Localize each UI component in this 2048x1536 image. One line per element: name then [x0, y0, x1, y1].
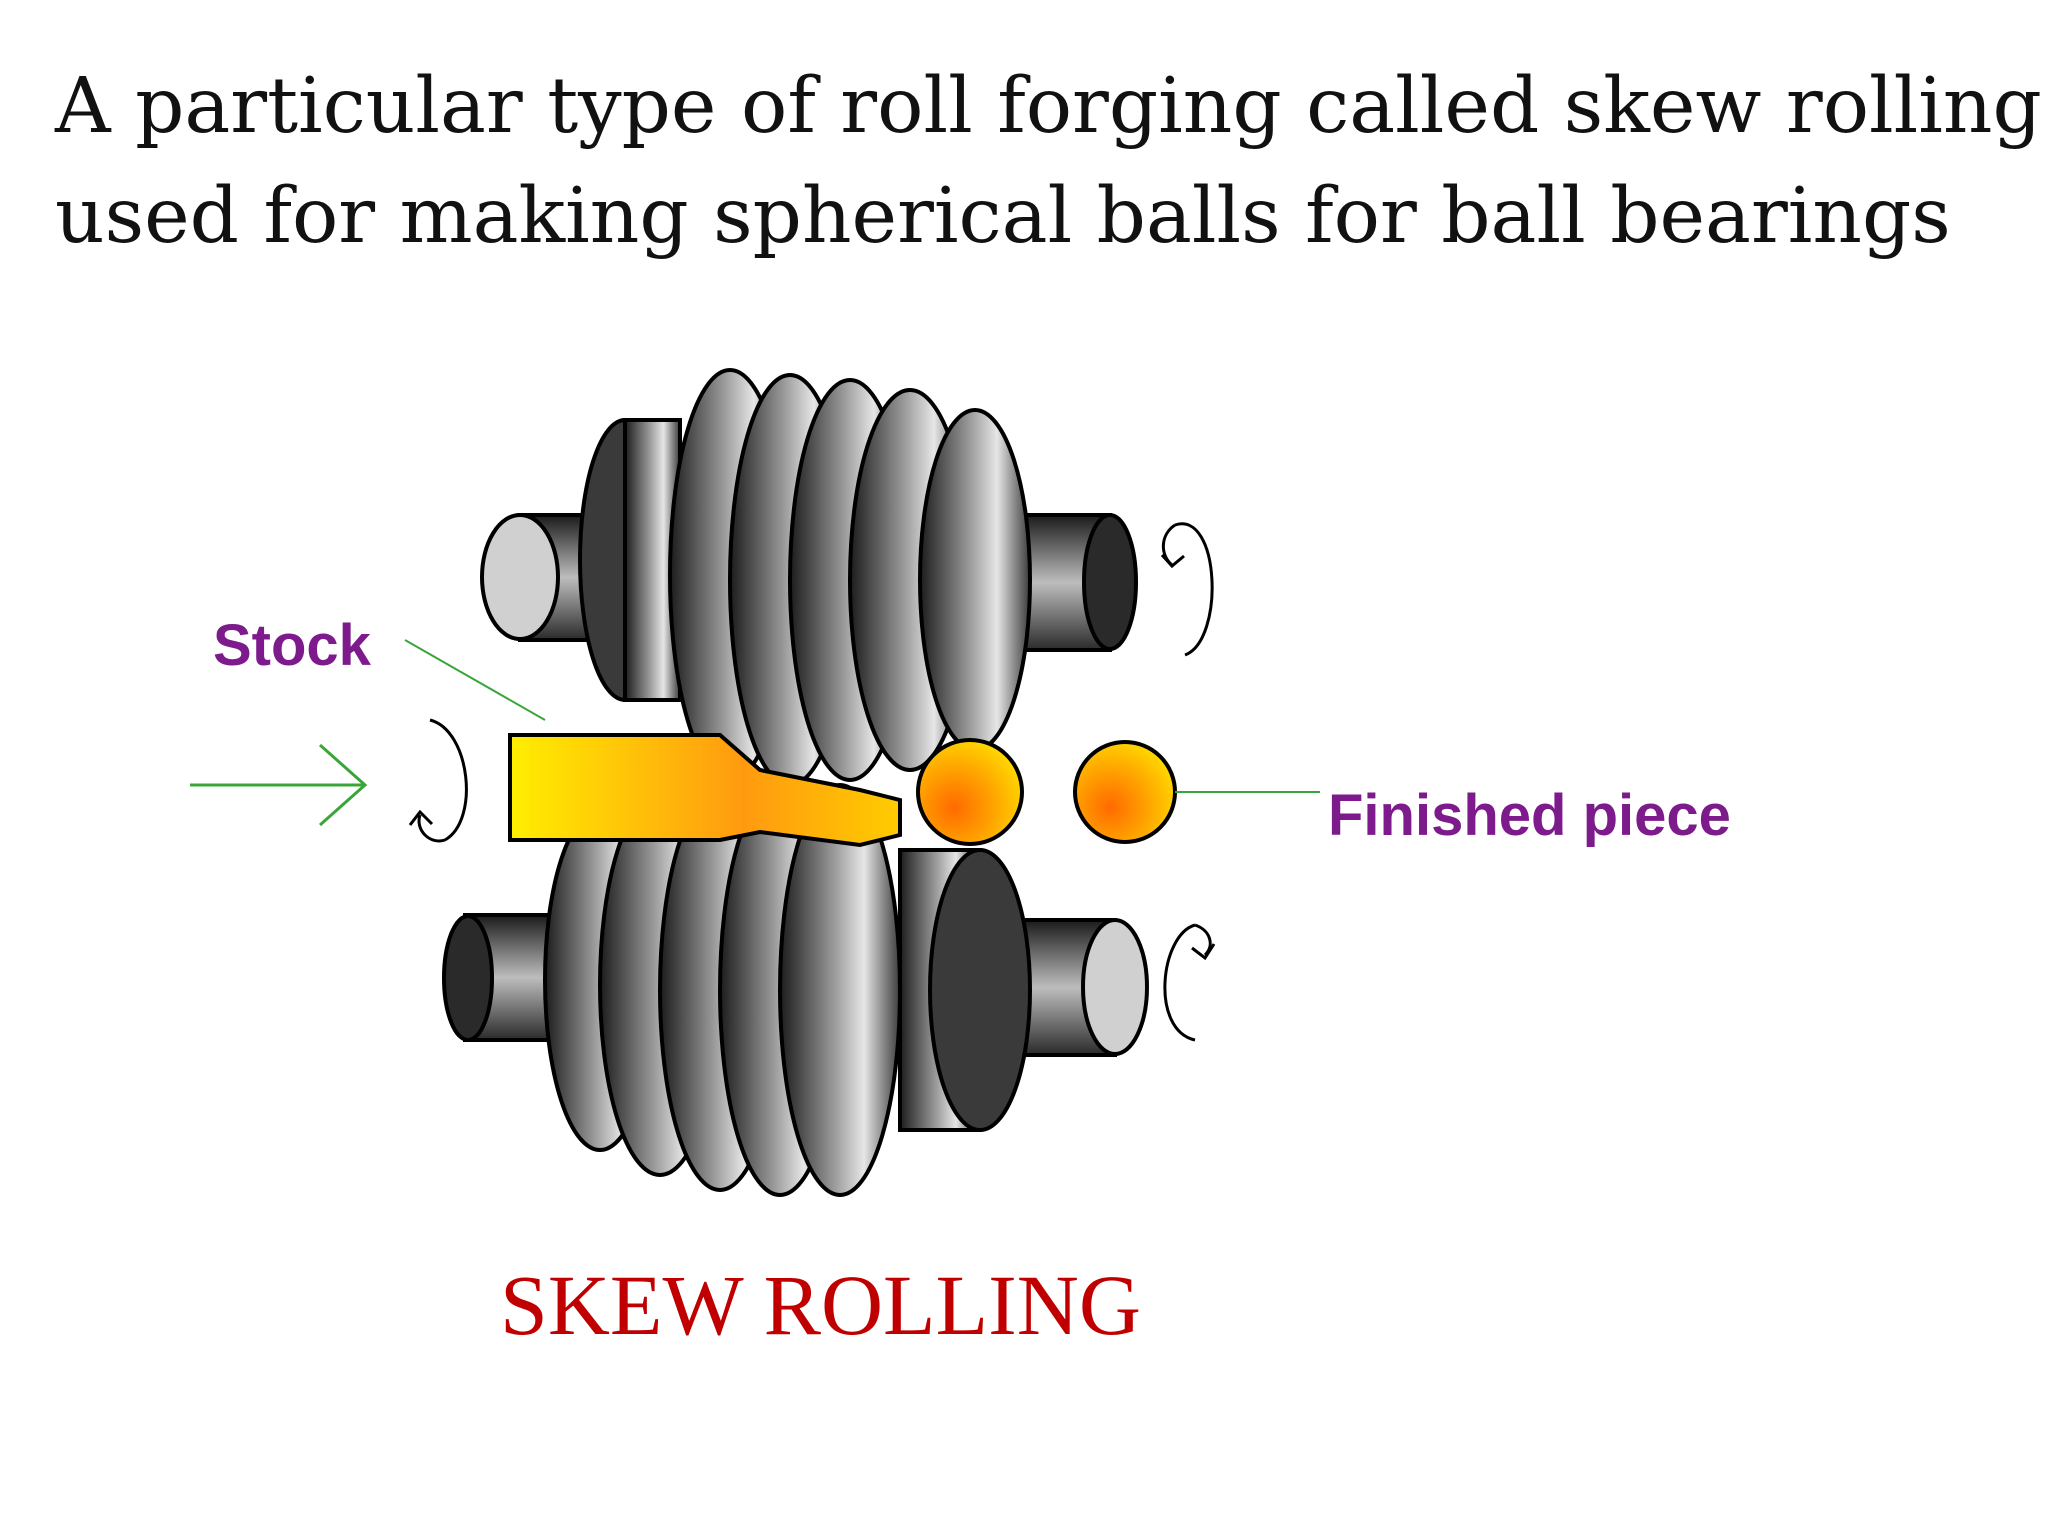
heading-line-1: A particular type of roll forging called…: [55, 62, 2048, 151]
stock-rotation-arrow: [408, 718, 468, 843]
stock-leader-line: [404, 639, 546, 721]
heading-line-2: used for making spherical balls for ball…: [55, 172, 1951, 261]
stock-label: Stock: [213, 613, 372, 678]
upper-roll-body: [578, 368, 1032, 787]
finished-ball: [1073, 740, 1177, 844]
lower-roll-body: [543, 783, 1032, 1197]
diagram-caption: SKEW ROLLING: [500, 1257, 1141, 1353]
stock-bar: [508, 733, 902, 848]
finished-piece-label: Finished piece: [1328, 783, 1731, 848]
upper-roll: [480, 368, 1138, 787]
lower-roll-rotation-arrow: [1163, 923, 1216, 1042]
slide-heading: A particular type of roll forging called…: [55, 52, 2048, 272]
upper-roll-rotation-arrow: [1160, 522, 1214, 657]
feed-arrow: [190, 743, 368, 827]
forming-ball: [916, 738, 1024, 846]
lower-roll: [442, 783, 1149, 1197]
